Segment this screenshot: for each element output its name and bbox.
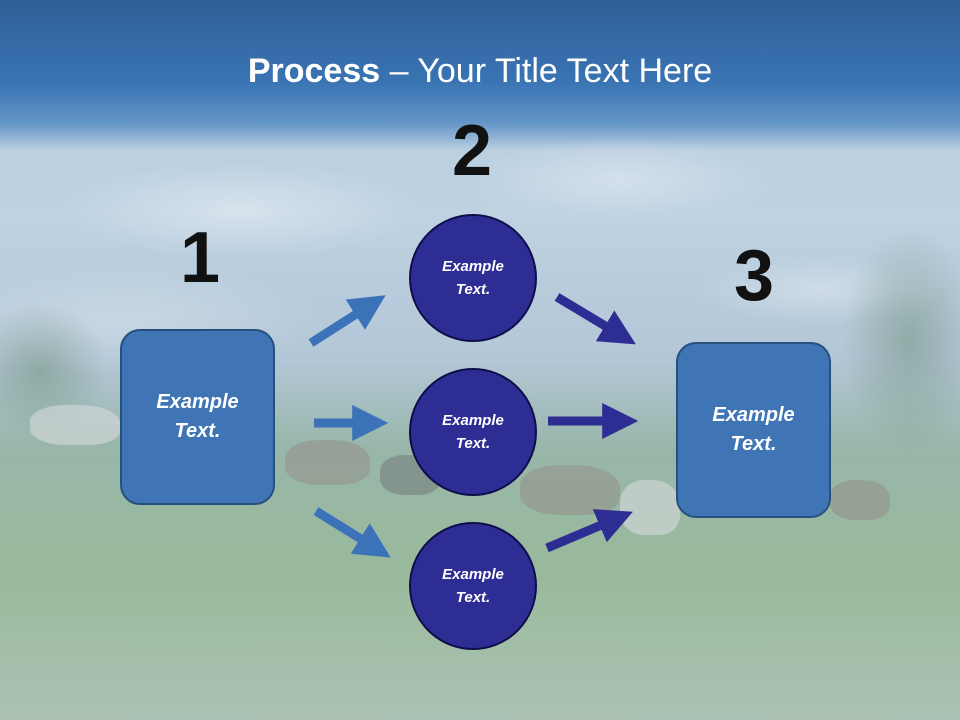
step-number-1: 1: [179, 218, 221, 298]
circle-middle-text-line2: Text.: [455, 435, 491, 452]
step-1-box: Example Text.: [120, 329, 275, 505]
step-2-circle-top: Example Text.: [409, 214, 537, 342]
background-trees-right: [820, 180, 960, 480]
title-band: [0, 0, 960, 150]
background-cow: [30, 405, 120, 445]
step-3-text-line1: Example: [712, 404, 795, 426]
slide-title: Process – Your Title Text Here: [0, 52, 960, 91]
step-2-circle-bottom: Example Text.: [409, 522, 537, 650]
step-1-text-line2: Text.: [174, 420, 221, 442]
arrow-1-to-bottom: [313, 507, 391, 558]
step-2-circle-middle: Example Text.: [409, 368, 537, 496]
step-3-box: Example Text.: [676, 342, 831, 518]
background-cow: [520, 465, 620, 515]
circle-middle-text-line1: Example: [442, 411, 504, 429]
circle-bottom-text-line1: Example: [442, 565, 504, 583]
step-3-text-line2: Text.: [730, 433, 777, 455]
background-cow: [830, 480, 890, 520]
circle-bottom-text-line2: Text.: [455, 589, 491, 606]
title-bold: Process: [247, 52, 381, 90]
arrow-top-to-3: [554, 293, 636, 345]
circle-top-text-line1: Example: [442, 257, 504, 275]
title-rest: – Your Title Text Here: [380, 52, 713, 90]
step-number-3: 3: [733, 236, 775, 316]
step-number-2: 2: [451, 111, 493, 191]
circle-top-text-line2: Text.: [455, 281, 491, 298]
step-1-text-line1: Example: [156, 391, 239, 413]
arrow-bottom-to-3: [545, 509, 633, 553]
background-cow: [285, 440, 370, 485]
arrow-1-to-top: [308, 295, 386, 347]
